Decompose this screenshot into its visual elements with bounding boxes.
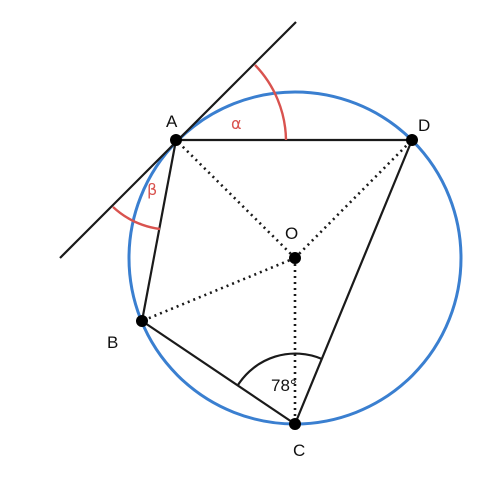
label-beta: β bbox=[147, 180, 157, 199]
label-A: A bbox=[166, 112, 178, 131]
angle-beta-arc bbox=[112, 206, 161, 231]
label-C: C bbox=[293, 441, 305, 460]
radius-OA bbox=[175, 139, 296, 259]
angle-alpha-arc bbox=[254, 64, 288, 141]
label-alpha: α bbox=[231, 114, 242, 133]
side-BC bbox=[141, 320, 296, 425]
point-O bbox=[289, 252, 301, 264]
point-C bbox=[289, 418, 301, 430]
radius-OB bbox=[141, 256, 296, 323]
point-D bbox=[406, 134, 418, 146]
angle-c-arc bbox=[237, 352, 323, 386]
label-D: D bbox=[418, 116, 430, 135]
point-B bbox=[136, 315, 148, 327]
point-A bbox=[170, 134, 182, 146]
radius-OD bbox=[294, 139, 413, 259]
label-angle-c: 78° bbox=[271, 376, 297, 395]
side-DC bbox=[293, 139, 414, 425]
label-O: O bbox=[285, 224, 298, 243]
side-AB bbox=[140, 139, 178, 322]
label-B: B bbox=[107, 333, 118, 352]
